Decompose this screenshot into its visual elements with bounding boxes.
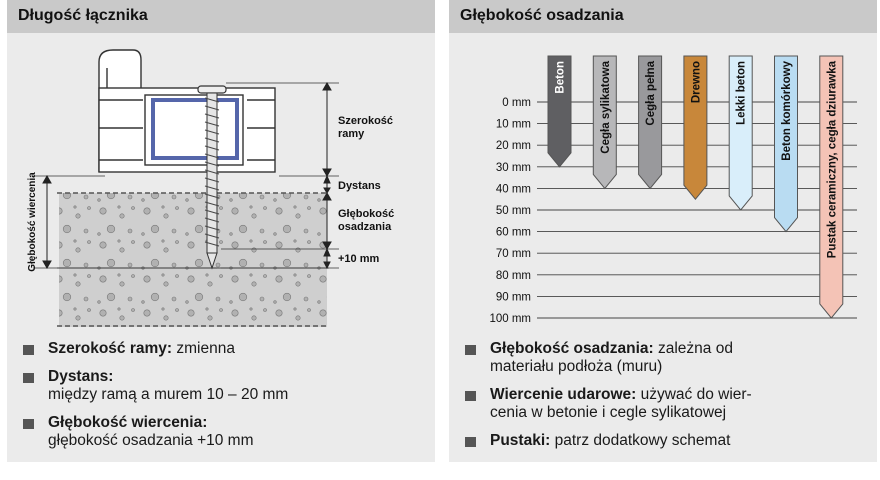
wall-concrete — [59, 193, 327, 327]
panel-header-embedment-depth: Głębokość osadzania — [449, 0, 877, 33]
frame-screw — [197, 85, 227, 270]
depth-tick-label: 100 mm — [489, 313, 531, 325]
depth-tick-label: 70 mm — [496, 248, 531, 260]
material-label: Beton — [555, 61, 567, 94]
label-drill-depth: Głębokość wiercenia — [27, 172, 38, 272]
material-depth-bar — [774, 55, 798, 233]
material-label: Cegła pełna — [645, 60, 657, 125]
material-label: Lekki beton — [736, 61, 748, 125]
bullet-square-icon — [465, 391, 476, 401]
label-embed-depth-1: Głębokość — [338, 208, 394, 220]
label-gap: Dystans — [338, 180, 381, 192]
label-embed-depth-2: osadzania — [338, 221, 392, 233]
depth-tick-label: 90 mm — [496, 291, 531, 303]
depth-tick-label: 80 mm — [496, 270, 531, 282]
material-label: Pustak ceramiczny, cegła dziurawka — [826, 60, 838, 258]
material-label: Beton komórkowy — [781, 60, 793, 160]
material-depth-bar — [683, 55, 708, 200]
depth-tick-label: 10 mm — [496, 119, 531, 131]
depth-tick-label: 30 mm — [496, 162, 531, 174]
note-frame-width: Szerokość ramy: zmienna — [23, 340, 433, 358]
bullet-square-icon — [23, 373, 34, 383]
note-hollow-blocks: Pustaki: patrz dodatkowy schemat — [465, 432, 875, 450]
fastener-length-diagram: Szerokość ramy Dystans Głębokość osadzan… — [27, 49, 394, 327]
glass-pane — [151, 98, 239, 160]
material-label: Cegła sylikatowa — [600, 60, 612, 153]
note-impact-drilling: Wiercenie udarowe: używać do wier-cenia … — [465, 386, 875, 422]
bullet-square-icon — [465, 437, 476, 447]
depth-tick-label: 0 mm — [502, 97, 531, 109]
panel-title: Głębokość osadzania — [460, 7, 624, 24]
embedment-depth-diagram: 0 mm 10 mm 20 mm 30 mm 40 mm 50 mm 60 mm 70 mm 8… — [489, 55, 857, 325]
label-plus-10mm: +10 mm — [338, 253, 379, 265]
panel-fastener-length: Długość łącznika — [7, 0, 435, 462]
label-frame-width-1: Szerokość — [338, 115, 393, 127]
fastener-notes-list: Szerokość ramy: zmienna Dystans:między r… — [23, 340, 433, 460]
bullet-square-icon — [23, 345, 34, 355]
note-gap: Dystans:między ramą a murem 10 – 20 mm — [23, 368, 433, 404]
note-drill-depth: Głębokość wiercenia:głębokość osadzania … — [23, 414, 433, 450]
panel-header-fastener-length: Długość łącznika — [7, 0, 435, 33]
label-frame-width-2: ramy — [338, 128, 365, 140]
material-depth-bar — [819, 55, 844, 319]
material-depth-bar — [638, 55, 663, 190]
material-label: Drewno — [690, 61, 702, 103]
depth-tick-label: 50 mm — [496, 205, 531, 217]
depth-tick-label: 40 mm — [496, 183, 531, 195]
bullet-square-icon — [23, 419, 34, 429]
material-depth-bar — [728, 55, 753, 211]
material-depth-bar — [592, 55, 617, 190]
depth-tick-label: 20 mm — [496, 140, 531, 152]
panel-title: Długość łącznika — [18, 7, 148, 24]
bullet-square-icon — [465, 345, 476, 355]
panel-embedment-depth: Głębokość osadzania 0 mm 10 mm 20 mm 30 mm 4… — [449, 0, 877, 462]
depth-tick-label: 60 mm — [496, 227, 531, 239]
material-depth-bar — [547, 55, 572, 168]
